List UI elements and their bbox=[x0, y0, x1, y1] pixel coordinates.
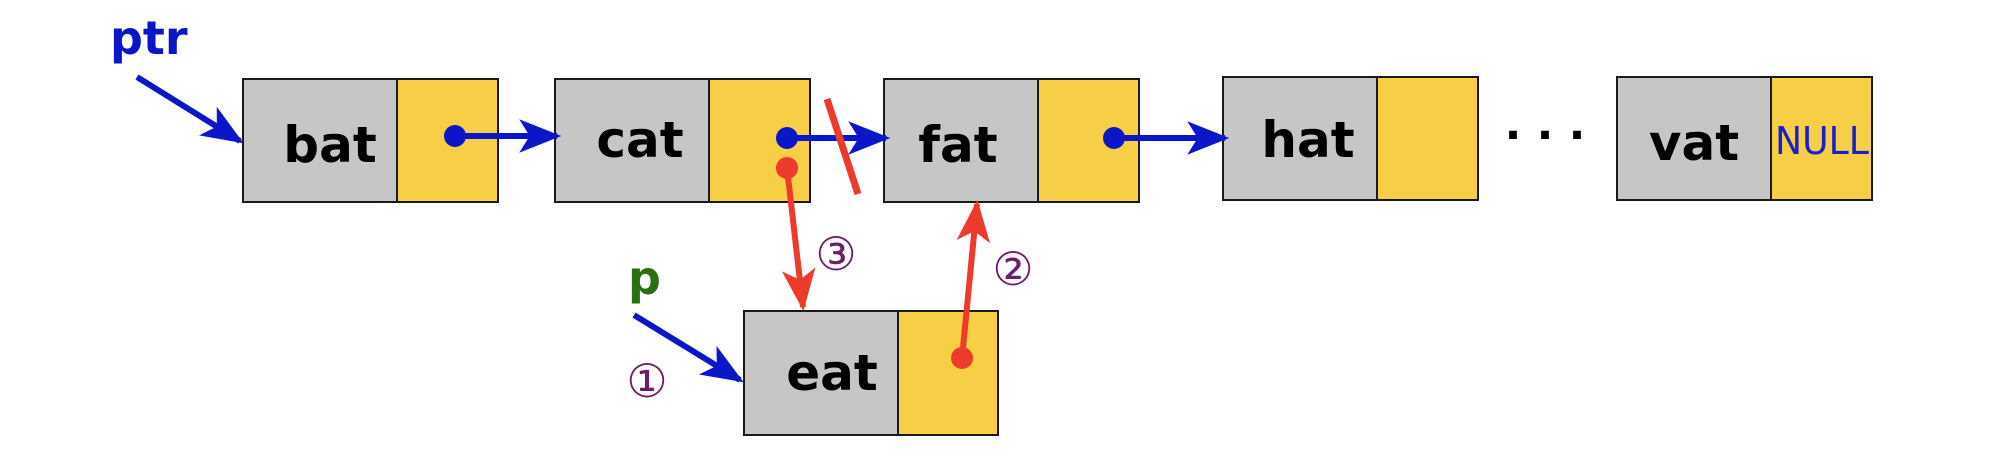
node-eat-link-cell bbox=[897, 310, 999, 436]
node-cat: cat bbox=[554, 78, 811, 203]
link-cat-to-eat bbox=[781, 167, 816, 312]
p-label: p bbox=[628, 251, 661, 305]
node-hat-label: hat bbox=[1261, 111, 1354, 169]
link-cat-to-eat-dot bbox=[776, 157, 798, 179]
link-fat-dot bbox=[1103, 127, 1125, 149]
node-vat: vat NULL bbox=[1616, 76, 1873, 201]
node-hat-link-cell bbox=[1376, 76, 1479, 201]
p-arrow bbox=[632, 312, 744, 383]
node-bat-label: bat bbox=[283, 116, 376, 174]
step-3-label: ③ bbox=[815, 227, 856, 281]
ellipsis: · · · bbox=[1505, 110, 1586, 161]
ptr-arrow bbox=[135, 74, 244, 144]
node-hat-data-cell bbox=[1222, 76, 1378, 201]
node-hat: hat bbox=[1222, 76, 1479, 201]
node-cat-data-cell bbox=[554, 78, 710, 203]
node-vat-link-cell bbox=[1770, 76, 1873, 201]
node-bat: bat bbox=[242, 78, 499, 203]
node-eat-label: eat bbox=[786, 344, 878, 402]
link-cat-dot bbox=[776, 127, 798, 149]
node-vat-data-cell bbox=[1616, 76, 1772, 201]
step-1-label: ① bbox=[626, 354, 667, 408]
node-vat-label: vat bbox=[1649, 114, 1739, 172]
step-2-label: ② bbox=[992, 242, 1033, 296]
link-eat-to-fat bbox=[956, 199, 991, 359]
node-eat: eat bbox=[743, 310, 999, 436]
link-cut-mark bbox=[823, 97, 862, 196]
node-bat-data-cell bbox=[242, 78, 398, 203]
ptr-label: ptr bbox=[110, 11, 188, 65]
node-cat-label: cat bbox=[596, 111, 683, 169]
node-vat-null: NULL bbox=[1775, 119, 1869, 163]
node-fat-label: fat bbox=[918, 116, 997, 174]
link-eat-to-fat-dot bbox=[951, 347, 973, 369]
node-fat: fat bbox=[883, 78, 1140, 203]
link-bat-dot bbox=[444, 125, 466, 147]
